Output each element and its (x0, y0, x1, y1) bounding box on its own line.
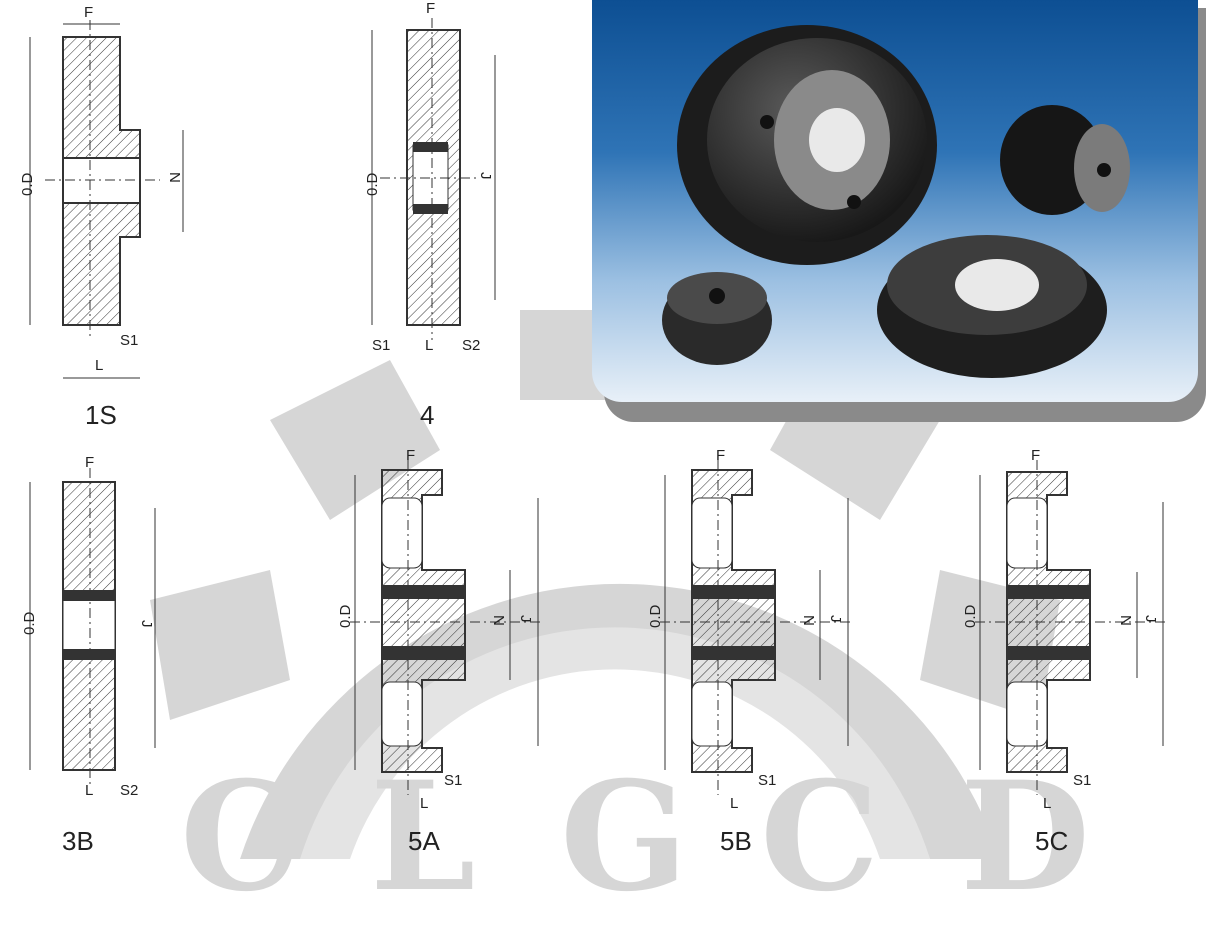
label-s2: S2 (462, 337, 480, 354)
caption-4: 4 (420, 400, 435, 430)
diagram-1s: F 0.D N S1 L (19, 4, 184, 379)
label-j: J (138, 620, 155, 628)
label-s1: S1 (444, 772, 462, 789)
label-l: L (420, 795, 428, 812)
label-n: N (490, 615, 507, 626)
label-l: L (95, 357, 103, 374)
label-f: F (85, 454, 94, 471)
diagram-4: F 0.D J S1 L S2 (364, 0, 496, 354)
label-f: F (716, 447, 725, 464)
label-f: F (1031, 447, 1040, 464)
pulley-photo (592, 0, 1198, 402)
label-s2: S2 (120, 782, 138, 799)
label-j: J (517, 615, 534, 623)
label-j: J (827, 615, 844, 623)
label-l: L (730, 795, 738, 812)
label-od: 0.D (364, 172, 381, 196)
label-f: F (84, 4, 93, 21)
label-j: J (1142, 615, 1159, 623)
label-n: N (800, 615, 817, 626)
label-s1: S1 (372, 337, 390, 354)
label-s1: S1 (120, 332, 138, 349)
label-s1: S1 (758, 772, 776, 789)
label-n: N (1117, 615, 1134, 626)
diagram-5c: F 0.D N J S1 L (962, 447, 1165, 812)
label-od: 0.D (21, 611, 38, 635)
label-od: 0.D (19, 172, 36, 196)
diagram-5a: F 0.D N J S1 L (337, 447, 540, 812)
label-s1: S1 (1073, 772, 1091, 789)
caption-5a: 5A (408, 826, 440, 856)
label-f: F (426, 0, 435, 17)
watermark-letter: C (180, 749, 300, 925)
label-n: N (166, 172, 183, 183)
diagram-5b: F 0.D N J S1 L (647, 447, 850, 812)
label-od: 0.D (647, 604, 664, 628)
label-od: 0.D (962, 604, 979, 628)
label-f: F (406, 447, 415, 464)
caption-3b: 3B (62, 826, 94, 856)
caption-5b: 5B (720, 826, 752, 856)
label-od: 0.D (337, 604, 354, 628)
label-l: L (85, 782, 93, 799)
label-l: L (1043, 795, 1051, 812)
caption-5c: 5C (1035, 826, 1069, 856)
pulley-photo-icon (662, 25, 1130, 378)
label-j: J (477, 172, 494, 180)
diagram-3b: F 0.D J L S2 (21, 454, 156, 799)
caption-1s: 1S (85, 400, 117, 430)
label-l: L (425, 337, 433, 354)
